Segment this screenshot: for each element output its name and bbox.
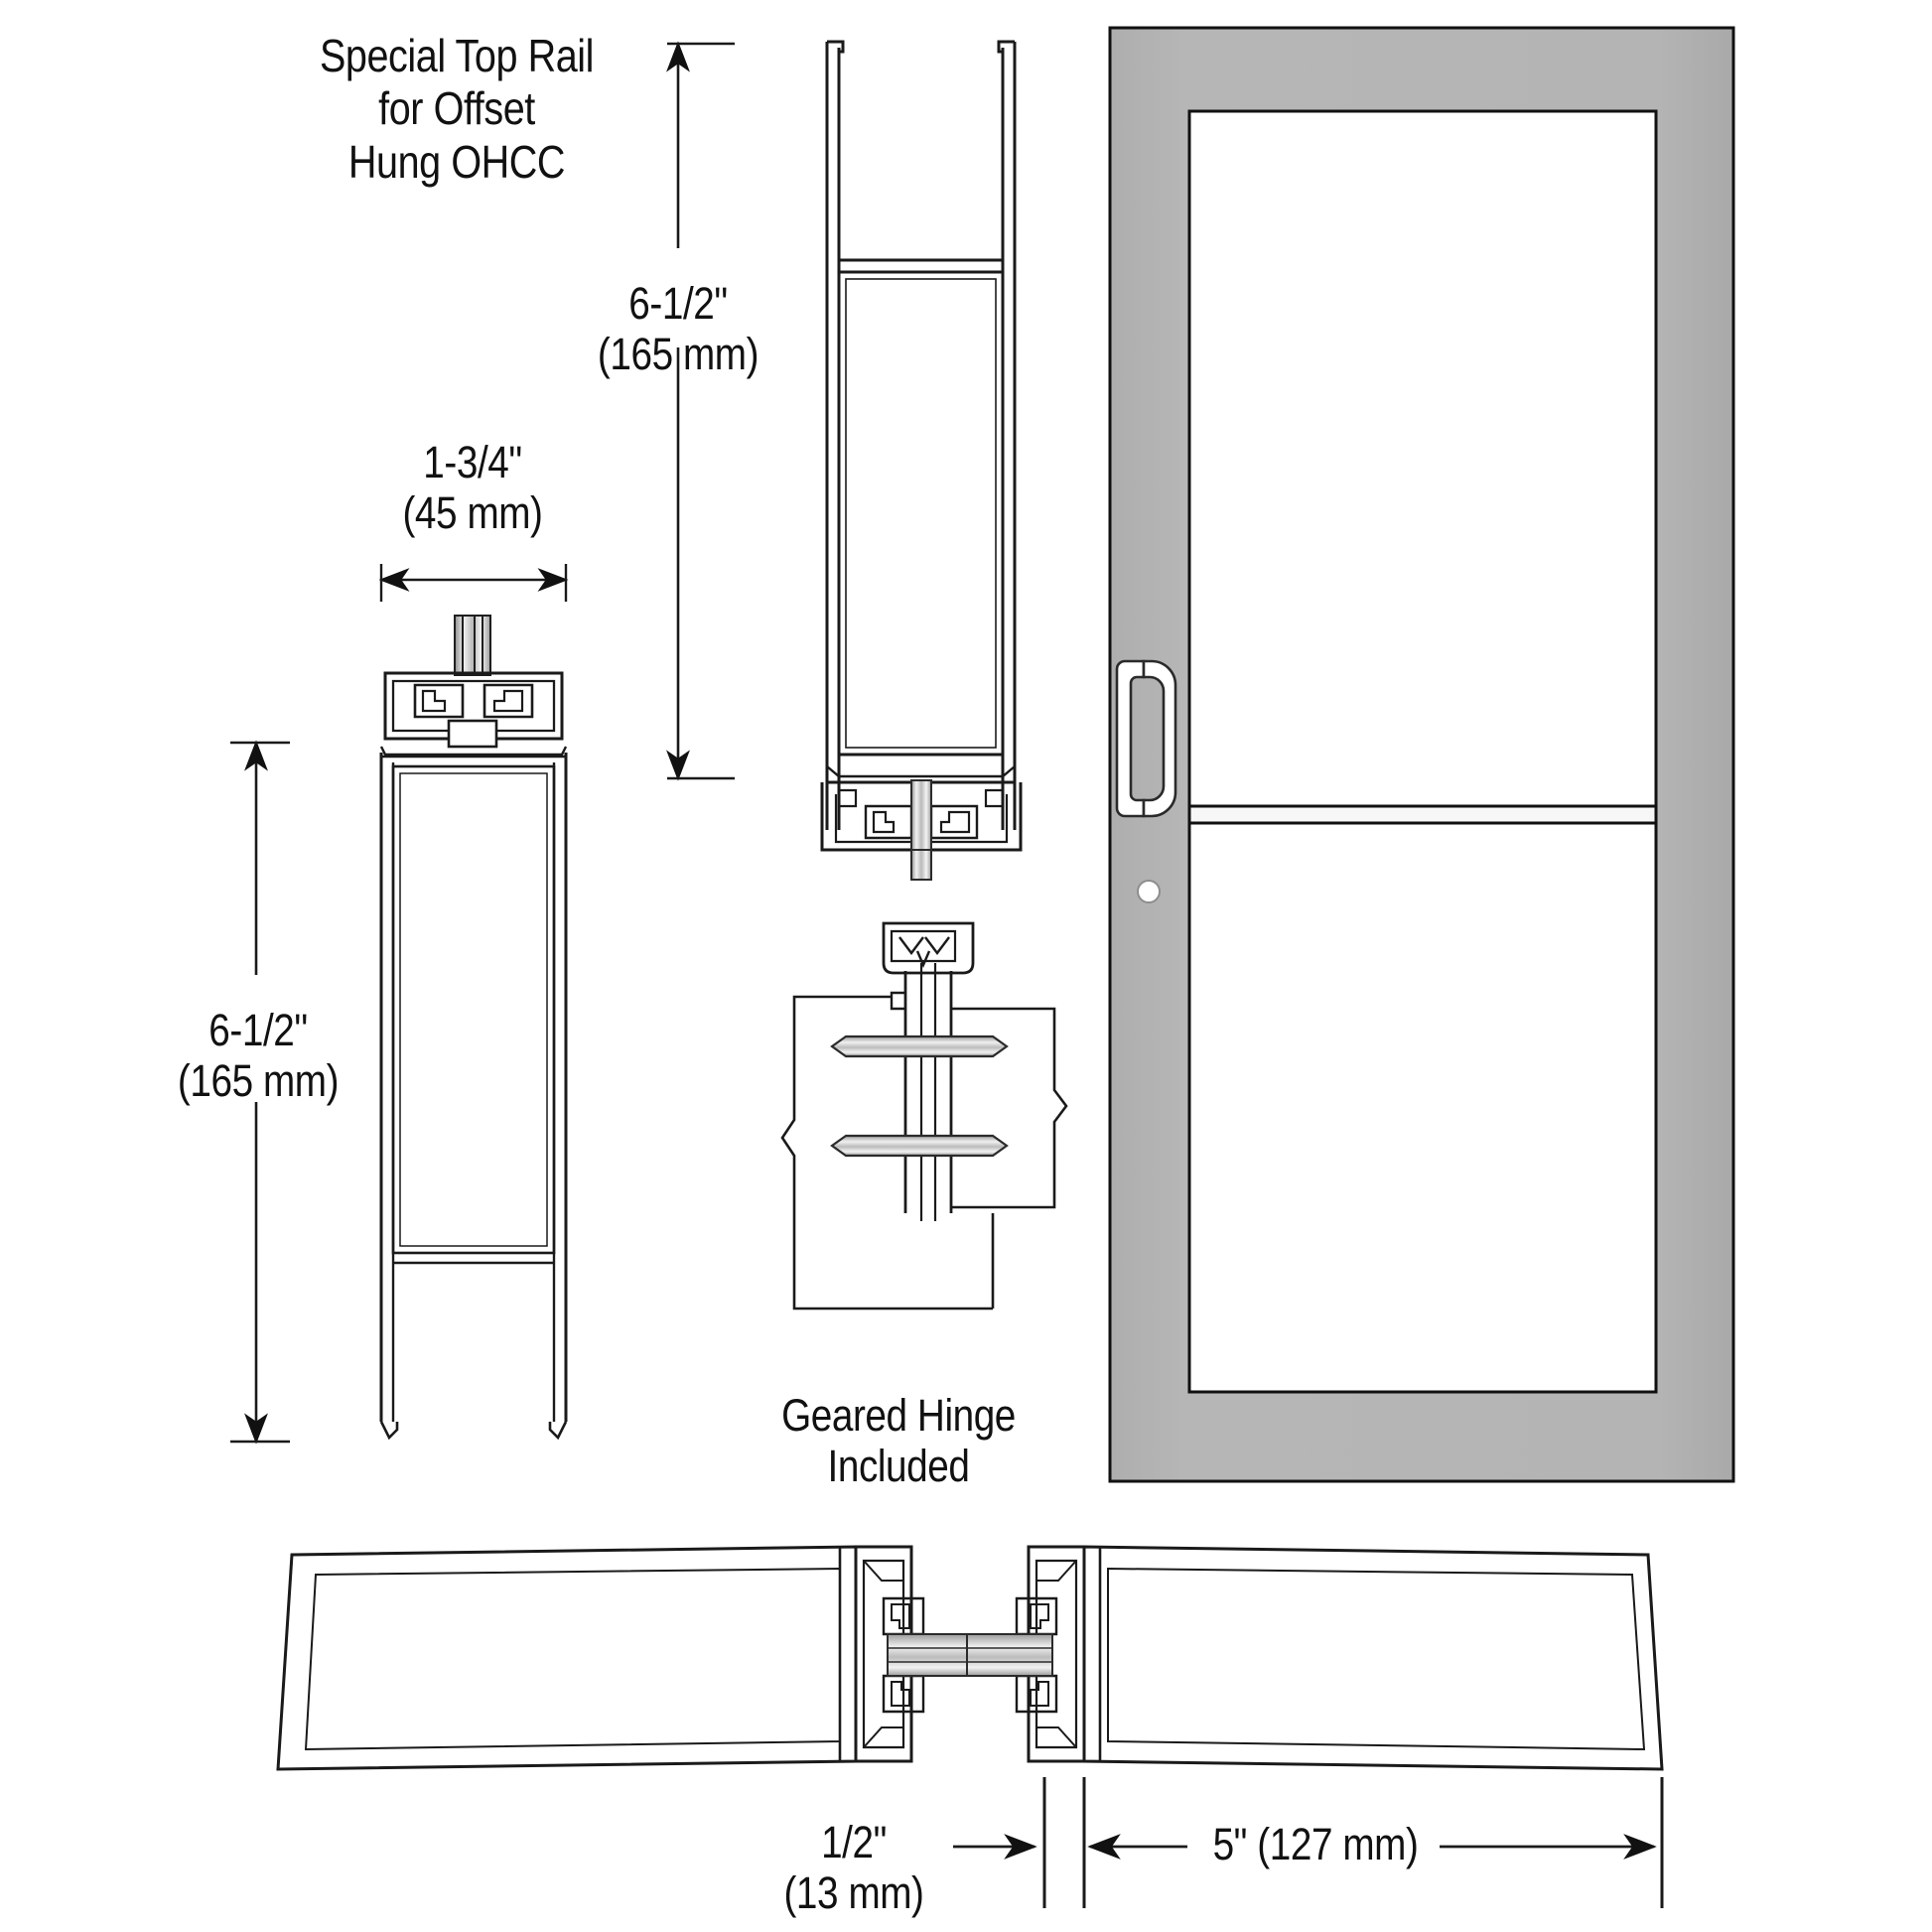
dimension-stile-width bbox=[1087, 1777, 1664, 1908]
dimension-label-rail-depth: 1-3/4" (45 mm) bbox=[402, 437, 543, 539]
title-note: Special Top Rail for Offset Hung OHCC bbox=[319, 30, 595, 188]
dimension-label-stile-width: 5" (127 mm) bbox=[1212, 1819, 1419, 1869]
cylinder-lock bbox=[1137, 880, 1161, 903]
vertical-stile-cross-section bbox=[825, 40, 1017, 830]
geared-hinge-cross-section bbox=[780, 921, 1068, 1311]
dimension-left-rail-height bbox=[230, 740, 290, 1445]
door-elevation-view bbox=[1108, 26, 1735, 1483]
horizontal-muntin-bar bbox=[1187, 804, 1658, 825]
pull-handle bbox=[1115, 659, 1177, 818]
dimension-label-gap-width: 1/2" (13 mm) bbox=[783, 1817, 924, 1919]
dimension-label-top-rail-height: 6-1/2" (165 mm) bbox=[597, 278, 759, 380]
dimension-label-left-rail-height: 6-1/2" (165 mm) bbox=[177, 1005, 340, 1107]
top-rail-cross-section bbox=[379, 615, 568, 1441]
dimension-rail-depth bbox=[378, 564, 569, 602]
dimension-top-rail-height bbox=[666, 41, 735, 781]
horizontal-plan-section bbox=[276, 1545, 1664, 1771]
geared-hinge-note: Geared Hinge Included bbox=[781, 1390, 1016, 1492]
dimension-gap-width bbox=[953, 1777, 1086, 1908]
stile-bottom-extrusion bbox=[820, 765, 1023, 881]
